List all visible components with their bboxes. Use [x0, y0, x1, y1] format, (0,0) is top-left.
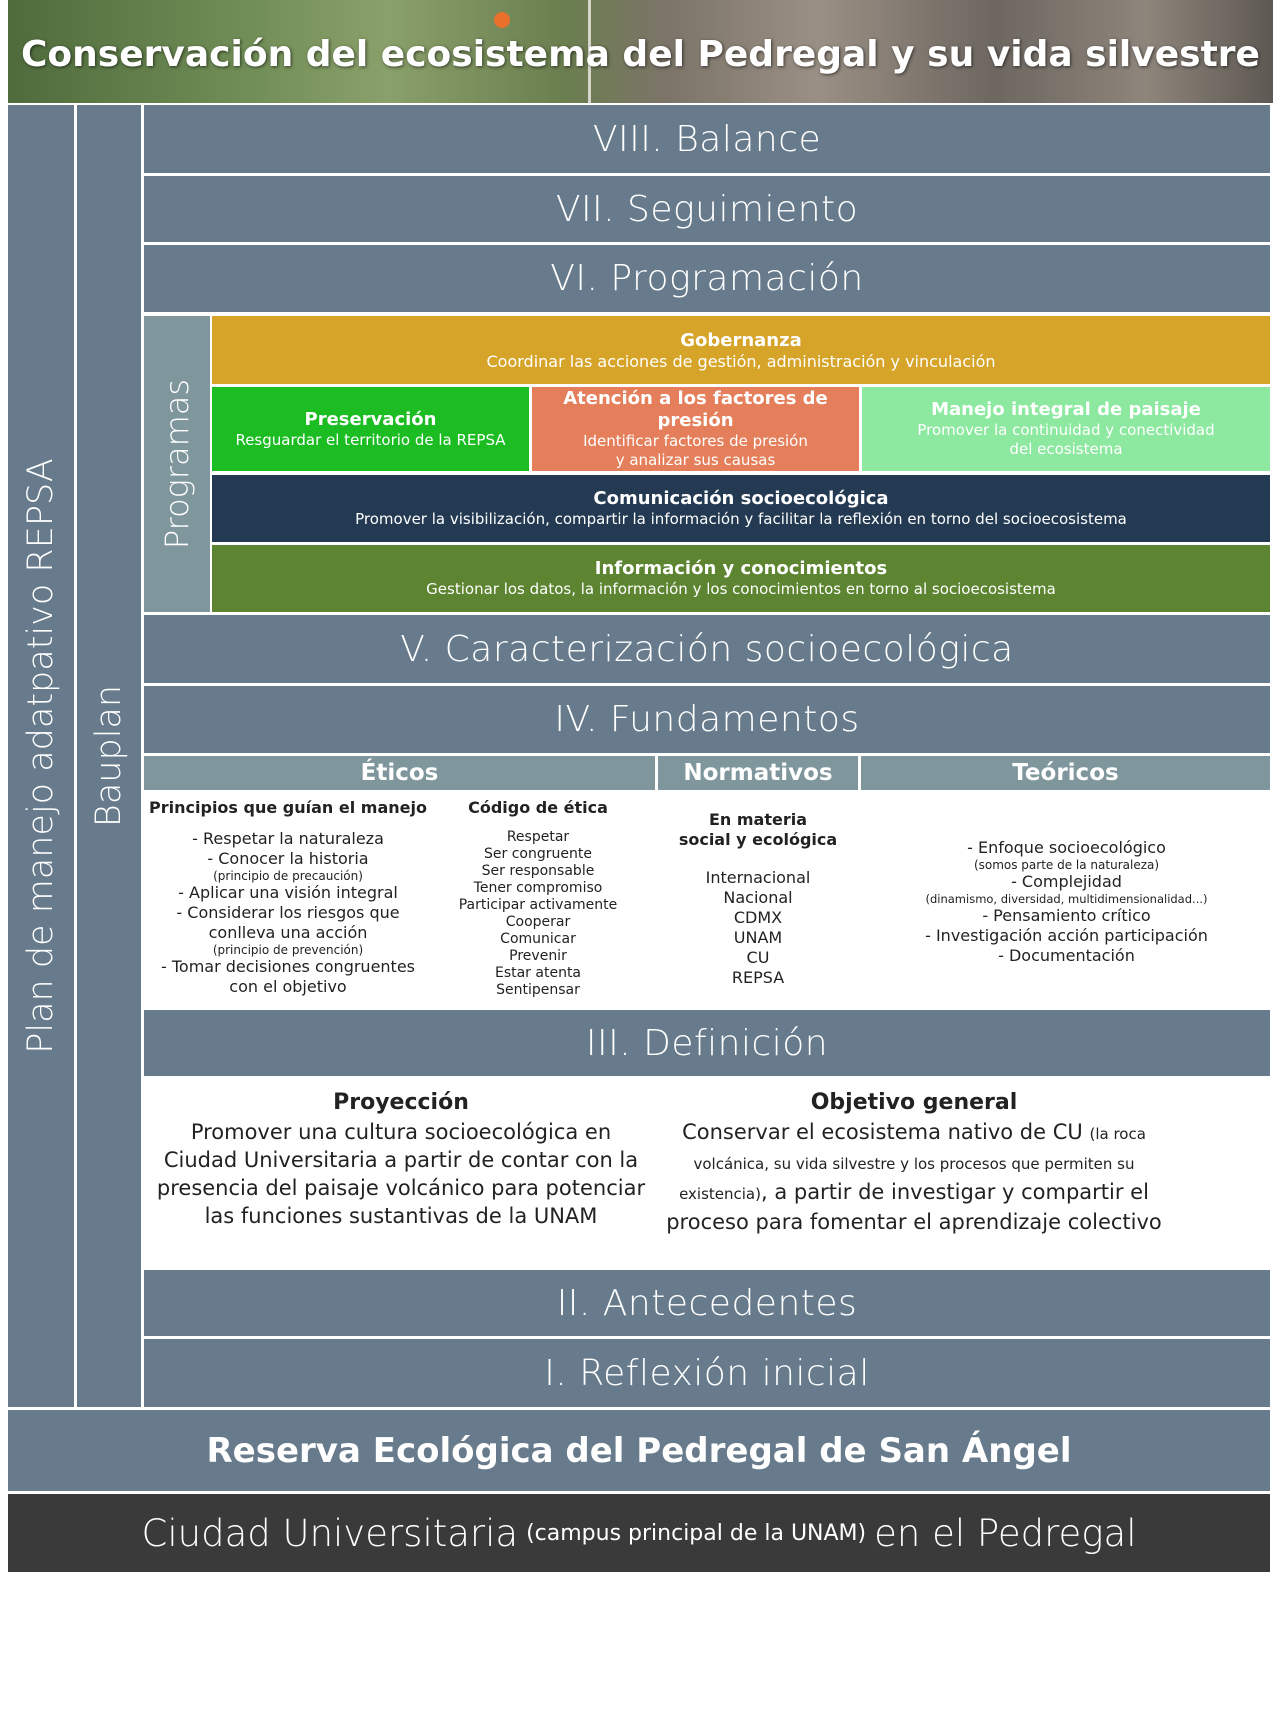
principios-item: - Conocer la historia [207, 849, 369, 868]
program-manejo: Manejo integral de paisaje Promover la c… [862, 387, 1270, 471]
principios-note: (principio de prevención) [212, 943, 364, 957]
proyeccion-text: Promover una cultura socioecológica en C… [156, 1120, 646, 1228]
program-atencion-desc1: Identificar factores de presión [583, 432, 808, 450]
teoricos-item: - Enfoque socioecológico [967, 838, 1166, 857]
cu-main: Ciudad Universitaria [141, 1511, 519, 1555]
proyeccion-block: Proyección Promover una cultura socioeco… [150, 1088, 652, 1264]
codigo-etica-item: Tener compromiso [473, 880, 603, 896]
codigo-etica-item: Participar activamente [458, 897, 618, 913]
objetivo-block: Objetivo general Conservar el ecosistema… [662, 1088, 1166, 1264]
teoricos-block: - Enfoque socioecológico (somos parte de… [863, 838, 1270, 1006]
codigo-etica-item: Respetar [506, 829, 570, 845]
objetivo-text-rest: , a partir de investigar y compartir el … [666, 1180, 1162, 1234]
programas-label: Programas [158, 378, 196, 550]
program-atencion: Atención a los factores de presión Ident… [532, 387, 859, 471]
teoricos-note: (dinamismo, diversidad, multidimensional… [925, 892, 1208, 906]
program-comunicacion: Comunicación socioecológica Promover la … [212, 475, 1270, 542]
principios-item: con el objetivo [229, 977, 347, 996]
normativos-title: social y ecológica [678, 830, 838, 849]
stage-fundamentos: IV. Fundamentos [144, 686, 1270, 753]
objetivo-title: Objetivo general [810, 1090, 1018, 1115]
program-preservacion-title: Preservación [304, 408, 437, 430]
plan-repsa-bar: Plan de manejo adatpativo REPSA [8, 105, 74, 1407]
program-gobernanza-title: Gobernanza [680, 329, 802, 351]
principios-title: Principios que guían el manejo [149, 798, 427, 817]
normativos-block: En materia social y ecológica Internacio… [658, 810, 858, 1006]
teoricos-item: - Documentación [998, 946, 1135, 965]
proyeccion-title: Proyección [333, 1090, 469, 1115]
program-gobernanza: Gobernanza Coordinar las acciones de ges… [212, 316, 1270, 384]
principios-item: - Tomar decisiones congruentes [160, 957, 415, 976]
flower-icon [494, 12, 510, 28]
codigo-etica-block: Código de ética Respetar Ser congruente … [436, 798, 640, 1006]
program-atencion-desc2: y analizar sus causas [615, 451, 776, 469]
teoricos-item: - Investigación acción participación [925, 926, 1208, 945]
program-gobernanza-desc: Coordinar las acciones de gestión, admin… [486, 351, 996, 371]
codigo-etica-item: Sentipensar [496, 982, 580, 998]
cu-end: en el Pedregal [874, 1511, 1137, 1555]
program-manejo-desc1: Promover la continuidad y conectividad [917, 421, 1215, 439]
normativos-title: En materia [708, 810, 808, 829]
program-informacion: Información y conocimientos Gestionar lo… [212, 545, 1270, 612]
banner-title: Conservación del ecosistema del Pedregal… [21, 33, 1260, 75]
stage-seguimiento: VII. Seguimiento [144, 176, 1270, 242]
teoricos-note: (somos parte de la naturaleza) [973, 858, 1160, 872]
program-preservacion-desc: Resguardar el territorio de la REPSA [235, 430, 506, 449]
codigo-etica-item: Prevenir [509, 948, 567, 964]
program-manejo-title: Manejo integral de paisaje [931, 399, 1201, 420]
codigo-etica-item: Ser congruente [484, 846, 592, 862]
principios-item: conlleva una acción [208, 923, 368, 942]
plan-repsa-label: Plan de manejo adatpativo REPSA [21, 458, 61, 1054]
normativos-item: UNAM [733, 928, 783, 947]
program-informacion-desc: Gestionar los datos, la información y lo… [426, 580, 1056, 598]
normativos-item: Nacional [723, 888, 793, 907]
program-comunicacion-title: Comunicación socioecológica [593, 488, 889, 509]
fundamentos-normativos-header: Normativos [658, 756, 858, 790]
program-manejo-desc2: del ecosistema [1009, 440, 1123, 458]
program-atencion-title: Atención a los factores de presión [563, 388, 828, 431]
principios-note: (principio de precaución) [213, 869, 363, 883]
principios-block: Principios que guían el manejo - Respeta… [146, 798, 430, 1006]
objetivo-text-note: (la roca volcánica, su vida silvestre y … [679, 1125, 1146, 1203]
program-preservacion: Preservación Resguardar el territorio de… [212, 387, 529, 471]
programas-bar: Programas [144, 316, 210, 612]
stage-programacion: VI. Programación [144, 245, 1270, 312]
codigo-etica-item: Cooperar [505, 914, 571, 930]
normativos-item: Internacional [705, 868, 811, 887]
cu-band: Ciudad Universitaria (campus principal d… [8, 1494, 1270, 1572]
teoricos-item: - Complejidad [1011, 872, 1122, 891]
banner-photo-divider [588, 0, 591, 103]
codigo-etica-item: Comunicar [500, 931, 576, 947]
program-comunicacion-desc: Promover la visibilización, compartir la… [355, 510, 1127, 528]
teoricos-item: - Pensamiento crítico [982, 906, 1151, 925]
bauplan-bar: Bauplan [77, 105, 141, 1407]
stage-definicion: III. Definición [144, 1010, 1270, 1076]
normativos-item: REPSA [731, 968, 785, 987]
principios-item: - Respetar la naturaleza [192, 829, 384, 848]
bauplan-label: Bauplan [89, 684, 129, 828]
principios-item: - Aplicar una visión integral [178, 883, 398, 902]
normativos-item: CDMX [733, 908, 783, 927]
codigo-etica-title: Código de ética [468, 798, 608, 817]
banner: Conservación del ecosistema del Pedregal… [8, 0, 1273, 103]
principios-item: - Considerar los riesgos que [176, 903, 400, 922]
program-informacion-title: Información y conocimientos [594, 558, 888, 579]
cu-note: (campus principal de la UNAM) [526, 1520, 867, 1546]
stage-balance: VIII. Balance [144, 105, 1270, 173]
objetivo-text: Conservar el ecosistema nativo de CU (la… [662, 1118, 1166, 1236]
stage-antecedentes: II. Antecedentes [144, 1270, 1270, 1336]
normativos-item: CU [746, 948, 770, 967]
stage-reflexion: I. Reflexión inicial [144, 1339, 1270, 1407]
objetivo-text-main: Conservar el ecosistema nativo de CU [682, 1120, 1083, 1144]
codigo-etica-item: Ser responsable [481, 863, 595, 879]
codigo-etica-item: Estar atenta [494, 965, 582, 981]
reserva-band: Reserva Ecológica del Pedregal de San Án… [8, 1410, 1270, 1491]
fundamentos-eticos-header: Éticos [144, 756, 655, 790]
fundamentos-teoricos-header: Teóricos [861, 756, 1270, 790]
stage-caracterizacion: V. Caracterización socioecológica [144, 615, 1270, 683]
